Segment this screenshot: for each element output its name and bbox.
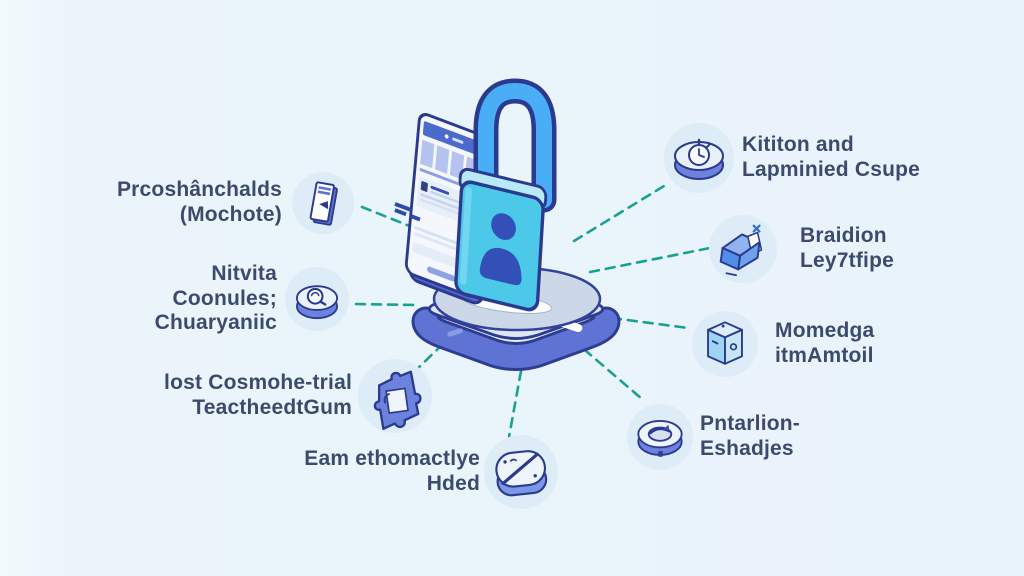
connector-line <box>354 302 416 307</box>
callout-label-line: Hded <box>426 472 480 495</box>
central-illustration <box>394 78 621 371</box>
callout-label-line: Braidion <box>800 224 887 248</box>
callout-label-line: Pntarlion- <box>700 412 800 436</box>
callout-label: Prcoshânchalds (Mochote) <box>100 178 282 227</box>
callout-right-lower: Momedga itmAmtoil <box>692 311 874 377</box>
callout-mid-left: Nitvita Coonules; Chuaryaniic <box>145 262 349 336</box>
callout-label: Kititon and Lapminied Csupe <box>742 133 920 182</box>
callout-label-line: Nitvita <box>211 262 277 285</box>
callout-label-line: (Mochote) <box>179 203 282 226</box>
stopwatch-icon <box>664 123 734 193</box>
callout-label-line: Kititon and <box>742 133 854 157</box>
callout-label: Eam ethomactlye Hded <box>295 447 480 496</box>
callout-bottom-right: Pntarlion- Eshadjes <box>627 404 800 470</box>
callout-label: Pntarlion- Eshadjes <box>700 412 800 461</box>
callout-label-line: Momedga <box>775 319 875 343</box>
callout-label-line: lost Cosmohe-trial <box>164 371 352 395</box>
callout-label: Nitvita Coonules; Chuaryaniic <box>145 262 277 336</box>
package-box-icon <box>692 311 758 377</box>
callout-label-line: Eam ethomactlye <box>304 447 480 471</box>
callout-right-upper: Braidion Ley7tfipe <box>709 215 894 283</box>
callout-bottom-left: lost Cosmohe-trial TeactheedtGum <box>158 359 432 433</box>
callout-label: Momedga itmAmtoil <box>775 319 874 368</box>
puzzle-piece-icon <box>358 359 432 433</box>
id-card-icon <box>292 172 354 234</box>
callout-label-line: Chuaryaniic <box>154 311 277 335</box>
wallet-icon <box>709 215 777 283</box>
callout-label-line: Ley7tfipe <box>800 249 894 272</box>
connector-line <box>360 205 414 229</box>
callout-top-left: Prcoshânchalds (Mochote) <box>100 172 354 234</box>
callout-label: Braidion Ley7tfipe <box>800 224 894 273</box>
callout-label-line: Lapminied Csupe <box>742 158 921 181</box>
callout-bottom-center: Eam ethomactlye Hded <box>295 435 558 509</box>
connector-line <box>610 316 690 330</box>
connector-line <box>588 246 712 274</box>
callout-label: lost Cosmohe-trial TeactheedtGum <box>158 371 352 420</box>
wheel-icon <box>627 404 693 470</box>
callout-label-line: Coonules; <box>172 286 277 310</box>
callout-label-line: itmAmtoil <box>775 344 874 367</box>
callout-label-line: Eshadjes <box>700 437 794 460</box>
connector-line <box>507 369 523 439</box>
user-silhouette-icon <box>479 213 522 286</box>
search-token-icon <box>285 266 349 331</box>
connector-line <box>572 184 666 243</box>
callout-label-line: TeactheedtGum <box>192 396 352 419</box>
callout-label-line: Prcoshânchalds <box>116 178 282 202</box>
padlock-icon <box>454 78 557 312</box>
slashed-disc-icon <box>484 435 558 509</box>
callout-top-right: Kititon and Lapminied Csupe <box>664 123 920 193</box>
